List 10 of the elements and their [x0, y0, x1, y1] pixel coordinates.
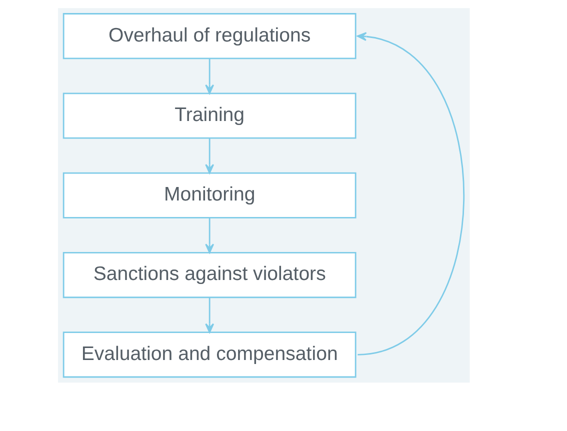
arrow — [356, 32, 464, 356]
node-box: Sanctions against violators — [62, 252, 356, 298]
node-box: Monitoring — [62, 172, 356, 218]
node-box: Training — [62, 92, 356, 139]
node-box: Overhaul of regulations — [62, 13, 356, 60]
arrow — [204, 138, 214, 174]
node-box: Evaluation and compensation — [62, 332, 356, 378]
arrow — [204, 297, 214, 333]
arrow — [204, 58, 214, 94]
arrow — [204, 218, 214, 254]
